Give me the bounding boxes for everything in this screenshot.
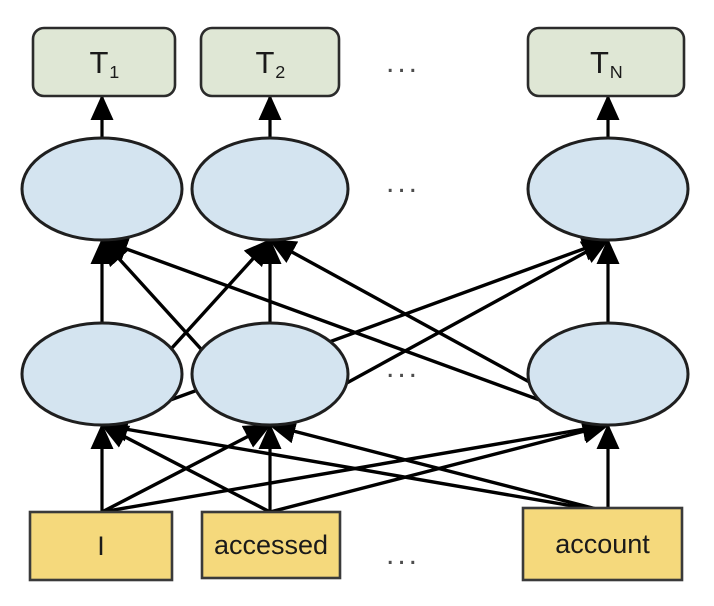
edge-input-to-hidden1-2-1: [268, 419, 609, 514]
edge-input-to-hidden1-1-0: [100, 423, 271, 514]
output-box-out-n: [526, 26, 686, 98]
input-box-in-1: [28, 510, 174, 582]
output-box-out-2: [199, 26, 341, 98]
edge-hidden1-to-hidden2-2-0: [100, 237, 609, 427]
hidden-node-h1-n: [526, 321, 690, 427]
ellipsis-hidden-layer-1: ...: [386, 351, 421, 384]
ellipsis-output-layer: ...: [386, 46, 421, 79]
ellipsis-hidden-layer-2: ...: [386, 166, 421, 199]
nodes-layer: [20, 26, 690, 582]
edge-input-to-hidden1-2-0: [100, 417, 609, 514]
hidden-node-h2-1: [20, 136, 184, 242]
hidden-node-h1-2: [190, 321, 350, 427]
input-box-in-2: [200, 510, 342, 580]
hidden-node-h2-n: [526, 136, 690, 242]
ellipsis-input-layer: ...: [386, 538, 421, 571]
input-box-in-n: [521, 506, 684, 582]
hidden-node-h2-2: [190, 136, 350, 242]
edges-layer: [90, 94, 620, 514]
hidden-node-h1-1: [20, 321, 184, 427]
output-box-out-1: [31, 26, 177, 98]
